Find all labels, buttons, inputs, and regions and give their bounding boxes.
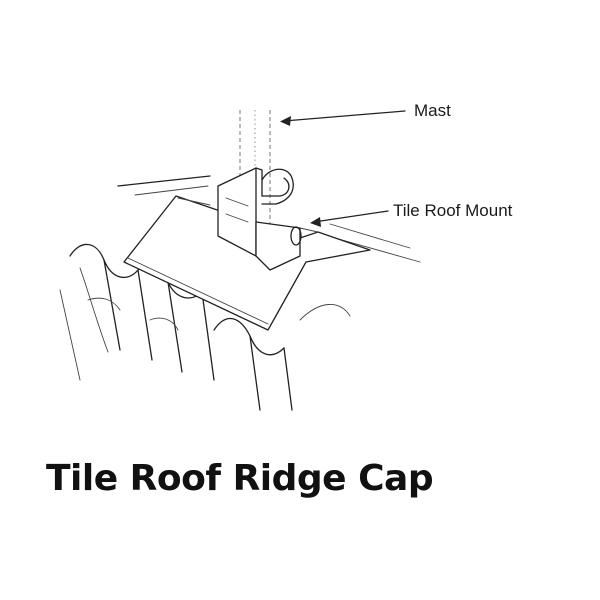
- mast-label: Mast: [414, 101, 451, 120]
- roof-tiles: [59, 175, 421, 411]
- tile-roof-mount-label: Tile Roof Mount: [393, 201, 513, 220]
- ridge-cap-illustration: [59, 110, 421, 411]
- caption-title: Tile Roof Ridge Cap: [46, 458, 434, 499]
- tile-roof-mount: [217, 167, 319, 271]
- mount-leader-arrow: [310, 210, 389, 227]
- mast-leader-arrow: [280, 110, 406, 126]
- ridge-cap-plate: [123, 195, 371, 331]
